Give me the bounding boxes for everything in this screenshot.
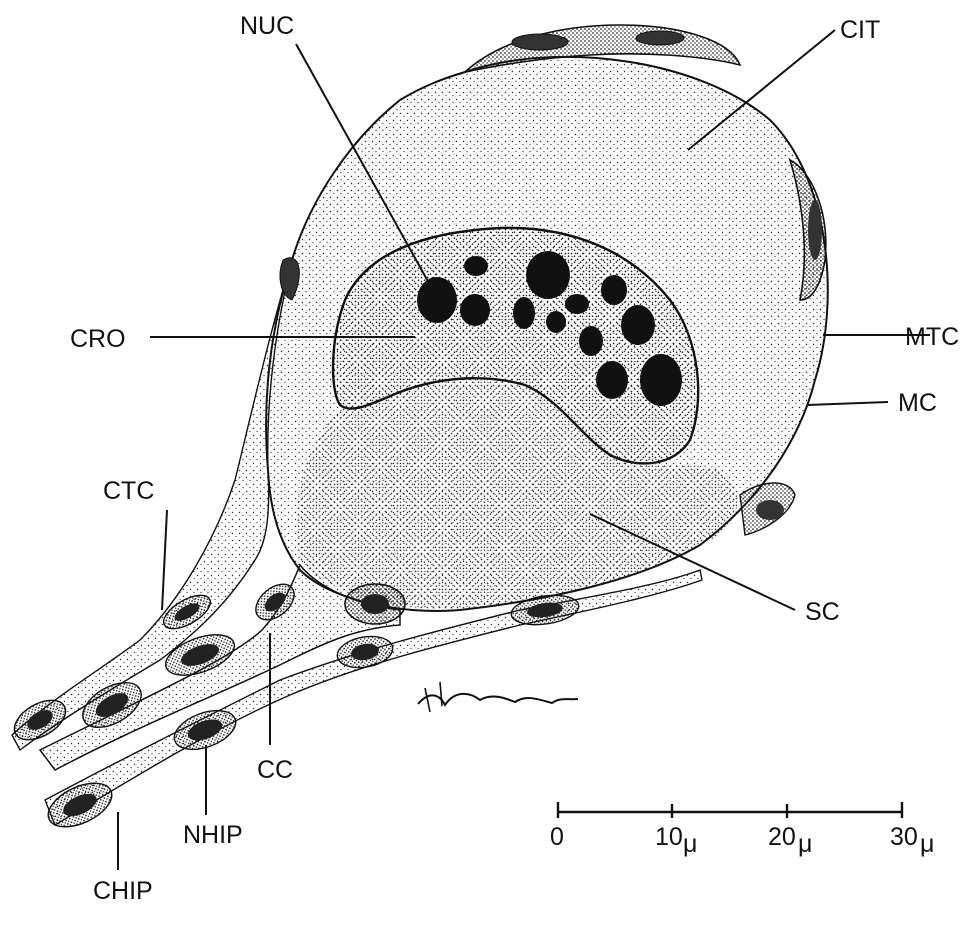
scale-unit-30: μ bbox=[920, 830, 934, 858]
scale-tick-20: 20 bbox=[768, 823, 796, 851]
scale-tick-30: 30 bbox=[890, 823, 918, 851]
scale-unit-20: μ bbox=[798, 830, 812, 858]
label-ctc: CTC bbox=[103, 477, 154, 505]
label-mc: MC bbox=[898, 389, 937, 417]
label-mtc: MTC bbox=[905, 323, 959, 351]
signature bbox=[418, 682, 578, 712]
scale-tick-10: 10 bbox=[655, 823, 683, 851]
label-chip: CHIP bbox=[93, 877, 153, 905]
scale-bar: 0 10 μ 20 μ 30 μ bbox=[550, 802, 934, 858]
label-cit: CIT bbox=[840, 16, 880, 44]
label-nuc: NUC bbox=[240, 12, 294, 40]
label-sc: SC bbox=[805, 598, 840, 626]
label-cc: CC bbox=[257, 756, 293, 784]
label-cro: CRO bbox=[70, 325, 126, 353]
label-nhip: NHIP bbox=[183, 821, 243, 849]
scale-tick-0: 0 bbox=[550, 823, 564, 851]
scale-unit-10: μ bbox=[683, 830, 697, 858]
